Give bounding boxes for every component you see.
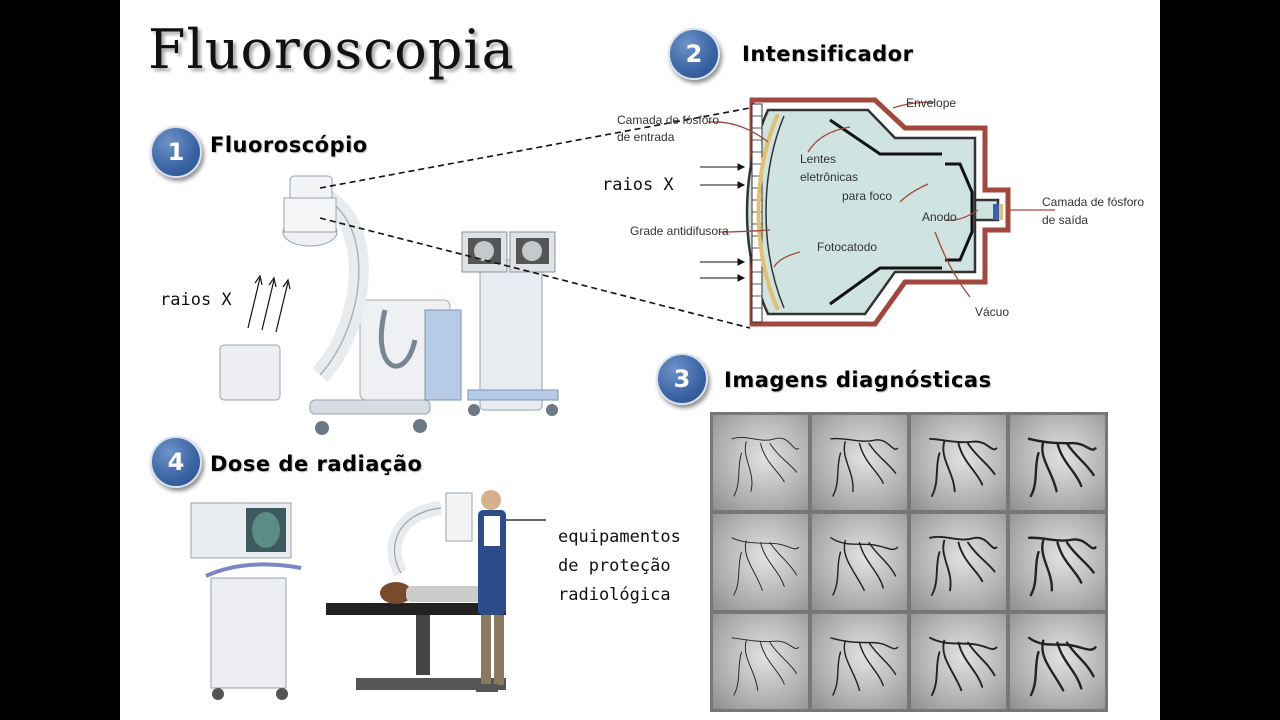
label-lenses-2: eletrônicas <box>800 170 859 184</box>
angiogram-thumbnail <box>911 415 1006 511</box>
protection-annotation: equipamentos de proteção radiológica <box>558 523 681 610</box>
section-3-title: Imagens diagnósticas <box>724 368 992 392</box>
angiogram-thumbnail <box>1010 415 1105 511</box>
angiogram-thumbnail <box>713 415 808 511</box>
label-envelope: Envelope <box>906 96 957 110</box>
section-3-badge: 3 <box>656 353 708 405</box>
angiogram-thumbnail <box>713 514 808 610</box>
label-lenses-3: para foco <box>842 189 893 203</box>
label-output-phosphor-2: de saída <box>1042 213 1089 227</box>
section-1-title: Fluoroscópio <box>210 133 368 157</box>
image-intensifier-diagram <box>700 97 1055 327</box>
slide: Fluoroscopia 1 Fluoroscópio raios X <box>120 0 1160 720</box>
projection-lines <box>319 107 751 329</box>
label-output-phosphor-1: Camada de fósforo <box>1042 195 1145 209</box>
slide-title: Fluoroscopia <box>148 18 515 81</box>
angiogram-thumbnail <box>911 514 1006 610</box>
label-lenses-1: Lentes <box>800 152 837 166</box>
c-arm-fluoroscope-illustration <box>219 175 559 435</box>
angiogram-thumbnail <box>1010 613 1105 709</box>
section-1-badge: 1 <box>150 126 202 178</box>
label-input-phosphor-1: Camada de fósforo <box>617 113 720 127</box>
envelope-outline <box>749 97 1011 327</box>
angiogram-thumbnail <box>713 613 808 709</box>
label-photocathode: Fotocatodo <box>817 240 878 254</box>
section-4-badge: 4 <box>150 436 202 488</box>
section-2-title: Intensificador <box>742 42 914 66</box>
section-4-title: Dose de radiação <box>210 452 423 476</box>
radiation-dose-scene-illustration <box>190 490 546 700</box>
angiogram-thumbnail <box>812 514 907 610</box>
angiogram-thumbnail <box>1010 514 1105 610</box>
section-2-badge: 2 <box>668 28 720 80</box>
label-grid: Grade antidifusora <box>630 224 729 238</box>
protection-annotation-line-2: de proteção <box>558 556 671 576</box>
angiogram-thumbnail <box>812 613 907 709</box>
angiogram-thumbnail <box>812 415 907 511</box>
label-anode: Anodo <box>922 210 957 224</box>
input-arrows <box>700 163 746 282</box>
protection-annotation-line-1: equipamentos <box>558 527 681 547</box>
xray-label-2: raios X <box>602 175 674 195</box>
angiography-image-grid <box>710 412 1108 712</box>
xray-arrows <box>247 274 291 333</box>
protection-annotation-line-3: radiológica <box>558 585 671 605</box>
xray-label-1: raios X <box>160 290 232 310</box>
label-vacuum: Vácuo <box>975 305 1010 319</box>
label-input-phosphor-2: de entrada <box>617 130 675 144</box>
angiogram-thumbnail <box>911 613 1006 709</box>
